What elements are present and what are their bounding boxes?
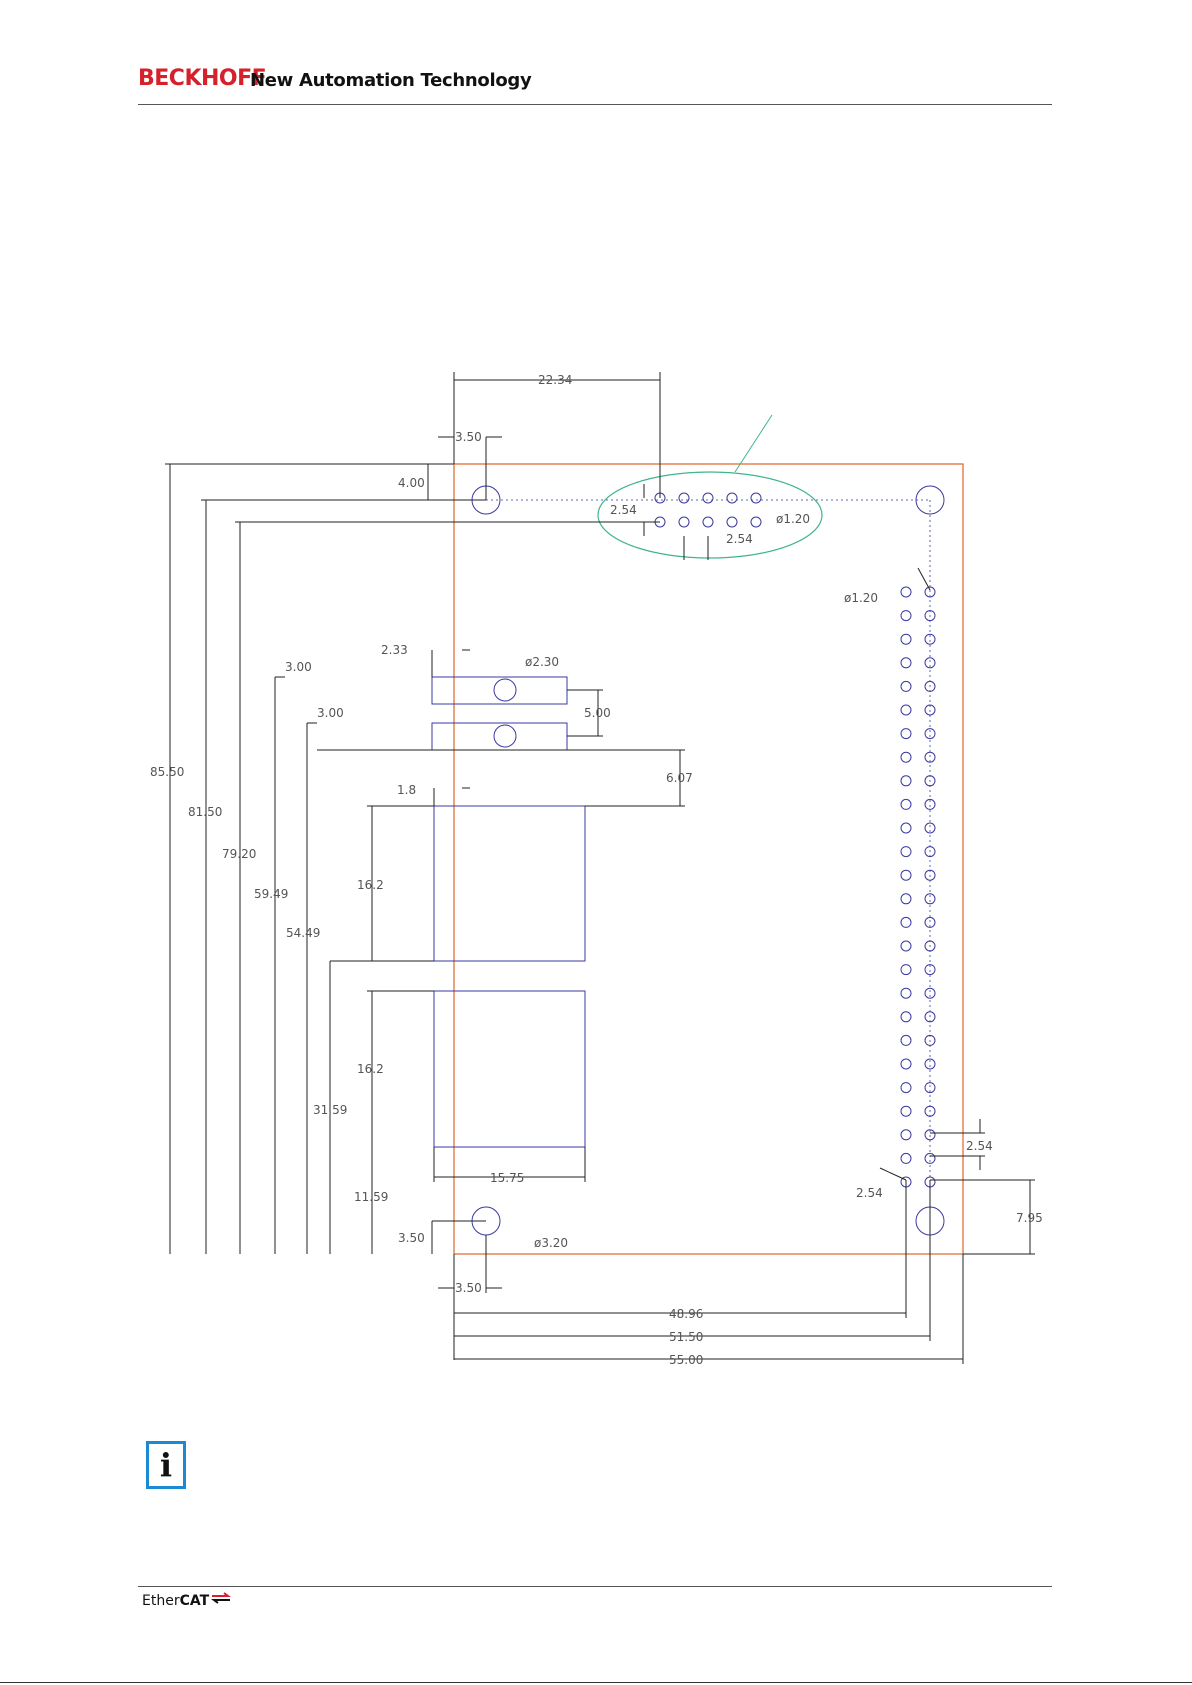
header-pin [901, 1153, 911, 1163]
pin [727, 517, 737, 527]
top-pin-row-1 [655, 493, 761, 503]
dim-3-50-left-line [432, 1221, 486, 1254]
dim-4-00: 4.00 [398, 476, 425, 490]
header-pin [901, 988, 911, 998]
dim-6-07-line [317, 750, 685, 806]
dim-54-49-line [307, 723, 317, 1254]
header-pin [901, 681, 911, 691]
dim-6-07: 6.07 [666, 771, 693, 785]
header-pin [901, 870, 911, 880]
pin [703, 493, 713, 503]
dim-79-20-line [235, 522, 660, 1254]
dim-2-54-right: 2.54 [966, 1139, 993, 1153]
top-pin-row-2 [655, 517, 761, 527]
pin [751, 517, 761, 527]
dim-55-00-line [454, 1254, 963, 1364]
dim-59-49-line [275, 677, 285, 1254]
led-hole-2 [494, 725, 516, 747]
dim-dia-2-30: ø2.30 [525, 655, 559, 669]
header-pin [901, 799, 911, 809]
dim-dia-1-20-top: ø1.20 [776, 512, 810, 526]
dimension-lines [165, 372, 1035, 1364]
dim-dia-3-20: ø3.20 [534, 1236, 568, 1250]
dim-16-2-a: 16.2 [357, 878, 384, 892]
dim-3-50-top: 3.50 [455, 430, 482, 444]
dim-2-54-bottom: 2.54 [856, 1186, 883, 1200]
header-pin [901, 634, 911, 644]
header-pin [901, 705, 911, 715]
dim-7-95: 7.95 [1016, 1211, 1043, 1225]
dim-2-33: 2.33 [381, 643, 408, 657]
header-pin [901, 965, 911, 975]
dim-1-8-line [434, 788, 470, 806]
header-pin [901, 1106, 911, 1116]
dim-3-50-top-line [438, 437, 502, 500]
header-pin [901, 894, 911, 904]
dim-3-50-left: 3.50 [398, 1231, 425, 1245]
rj45-port-1 [434, 806, 585, 961]
pin1-leader [918, 568, 930, 590]
header-pin [901, 941, 911, 951]
ethercat-arrows-icon [210, 1592, 232, 1604]
header-pin [901, 611, 911, 621]
header-pin [901, 658, 911, 668]
header-pin [901, 1130, 911, 1140]
rj45-port-2 [434, 991, 585, 1147]
dim-81-50-line [201, 500, 486, 1254]
dim-2-54-topb-line [684, 536, 708, 560]
dim-15-75: 15.75 [490, 1171, 524, 1185]
dim-16-2-b: 16.2 [357, 1062, 384, 1076]
pin [679, 493, 689, 503]
header-pin [901, 823, 911, 833]
dim-2-33-line [432, 650, 470, 677]
dim-22-34-line [454, 372, 660, 498]
ethercat-logo-ether: Ether [142, 1593, 180, 1609]
dim-dia-1-20-right: ø1.20 [844, 591, 878, 605]
dim-11-59: 11.59 [354, 1190, 388, 1204]
header-pin [901, 1083, 911, 1093]
header-pin [901, 752, 911, 762]
header-pin [901, 917, 911, 927]
page-footer-rule [138, 1586, 1052, 1587]
header-pin [901, 1059, 911, 1069]
header-pin [901, 1012, 911, 1022]
header-pin [901, 776, 911, 786]
dim-85-50-line [165, 464, 454, 1254]
header-pin [901, 729, 911, 739]
dim-3-00-a: 3.00 [285, 660, 312, 674]
header-pin [901, 587, 911, 597]
info-icon: i [146, 1441, 186, 1489]
dim-48-96: 48.96 [669, 1307, 703, 1321]
dim-22-34: 22.34 [538, 373, 572, 387]
pin [703, 517, 713, 527]
ethercat-logo: EtherCAT [142, 1593, 209, 1609]
info-glyph: i [149, 1446, 183, 1484]
dim-54-49: 54.49 [286, 926, 320, 940]
led-hole-1 [494, 679, 516, 701]
dim-3-50-bottom: 3.50 [455, 1281, 482, 1295]
ethercat-logo-cat: CAT [180, 1593, 210, 1609]
dim-79-20: 79.20 [222, 847, 256, 861]
dim-5-00: 5.00 [584, 706, 611, 720]
dim-85-50: 85.50 [150, 765, 184, 779]
dim-2-54-topb: 2.54 [726, 532, 753, 546]
dim-55-00: 55.00 [669, 1353, 703, 1367]
dim-2-54-top: 2.54 [610, 503, 637, 517]
dim-3-00-b: 3.00 [317, 706, 344, 720]
dim-51-50: 51.50 [669, 1330, 703, 1344]
board-outline [454, 464, 963, 1254]
feature-blocks [432, 677, 585, 1147]
dim-31-59: 31.59 [313, 1103, 347, 1117]
header-pin [901, 847, 911, 857]
header-pin [901, 1035, 911, 1045]
dim-59-49: 59.49 [254, 887, 288, 901]
pin-bottom-leader [880, 1168, 906, 1180]
pin [727, 493, 737, 503]
dim-81-50: 81.50 [188, 805, 222, 819]
pin [679, 517, 689, 527]
pin [751, 493, 761, 503]
dim-1-8: 1.8 [397, 783, 416, 797]
page-bottom-rule [0, 1682, 1192, 1683]
